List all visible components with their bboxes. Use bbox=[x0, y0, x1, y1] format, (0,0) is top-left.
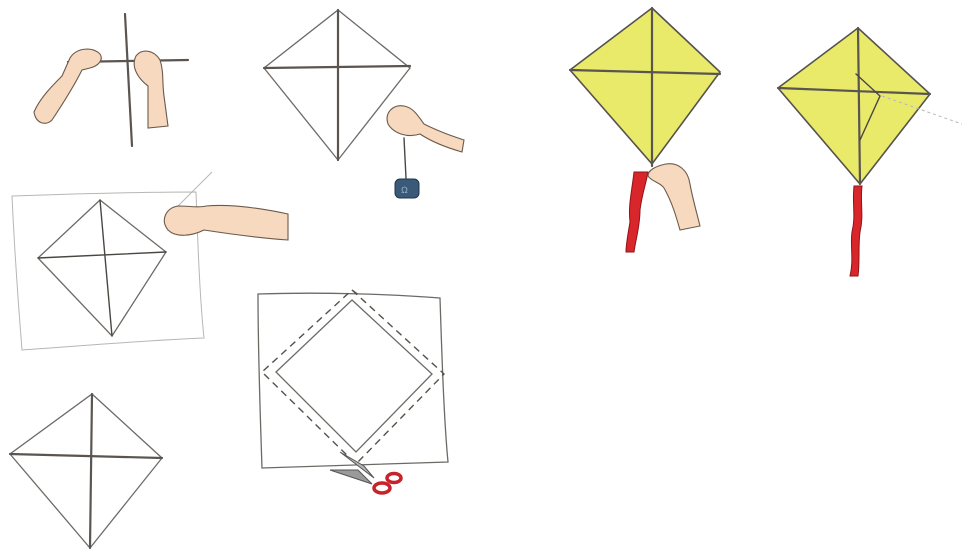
hand-icon bbox=[648, 164, 700, 230]
step-6-finished-kite bbox=[570, 8, 720, 252]
step-7-kite-with-bridle bbox=[778, 28, 962, 276]
step-3-trace-on-paper bbox=[12, 172, 288, 350]
hand-icon bbox=[387, 106, 464, 152]
hand-icon bbox=[134, 51, 168, 128]
spool-icon: Ω bbox=[395, 179, 419, 198]
scissors-icon bbox=[330, 452, 401, 493]
step-2-string-frame: Ω bbox=[264, 10, 464, 198]
svg-text:Ω: Ω bbox=[401, 185, 408, 195]
step-4-cross-frame bbox=[10, 394, 162, 548]
hand-icon bbox=[164, 205, 288, 240]
hand-icon bbox=[34, 49, 101, 123]
step-1-tie-cross bbox=[34, 14, 188, 146]
step-5-cut-paper bbox=[258, 290, 448, 493]
